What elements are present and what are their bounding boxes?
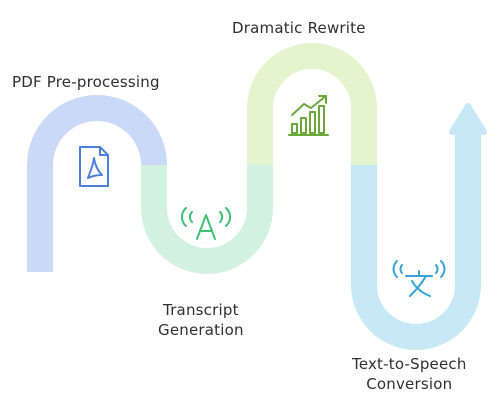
step-label-pdf: PDF Pre-processing (12, 72, 160, 92)
step-label-line: Conversion (366, 375, 453, 393)
step-label-line: Transcript (163, 301, 239, 319)
step-label-tts: Text-to-Speech Conversion (352, 354, 467, 394)
translate-speaker-icon (392, 260, 446, 297)
path-segment-tts (351, 128, 481, 350)
path-segment-dramatic (247, 43, 377, 165)
speech-wave-a-icon (180, 207, 232, 240)
step-label-transcript: Transcript Generation (158, 300, 244, 340)
pdf-document-icon (79, 146, 109, 187)
step-label-line: PDF Pre-processing (12, 73, 160, 91)
growth-chart-icon (288, 95, 329, 136)
step-label-dramatic: Dramatic Rewrite (232, 18, 366, 38)
step-label-line: Text-to-Speech (352, 355, 467, 373)
path-segment-pdf (27, 95, 167, 272)
step-label-line: Generation (158, 321, 244, 339)
arrow-head-icon (449, 103, 487, 135)
step-label-line: Dramatic Rewrite (232, 19, 366, 37)
path-segment-transcript (141, 165, 273, 274)
